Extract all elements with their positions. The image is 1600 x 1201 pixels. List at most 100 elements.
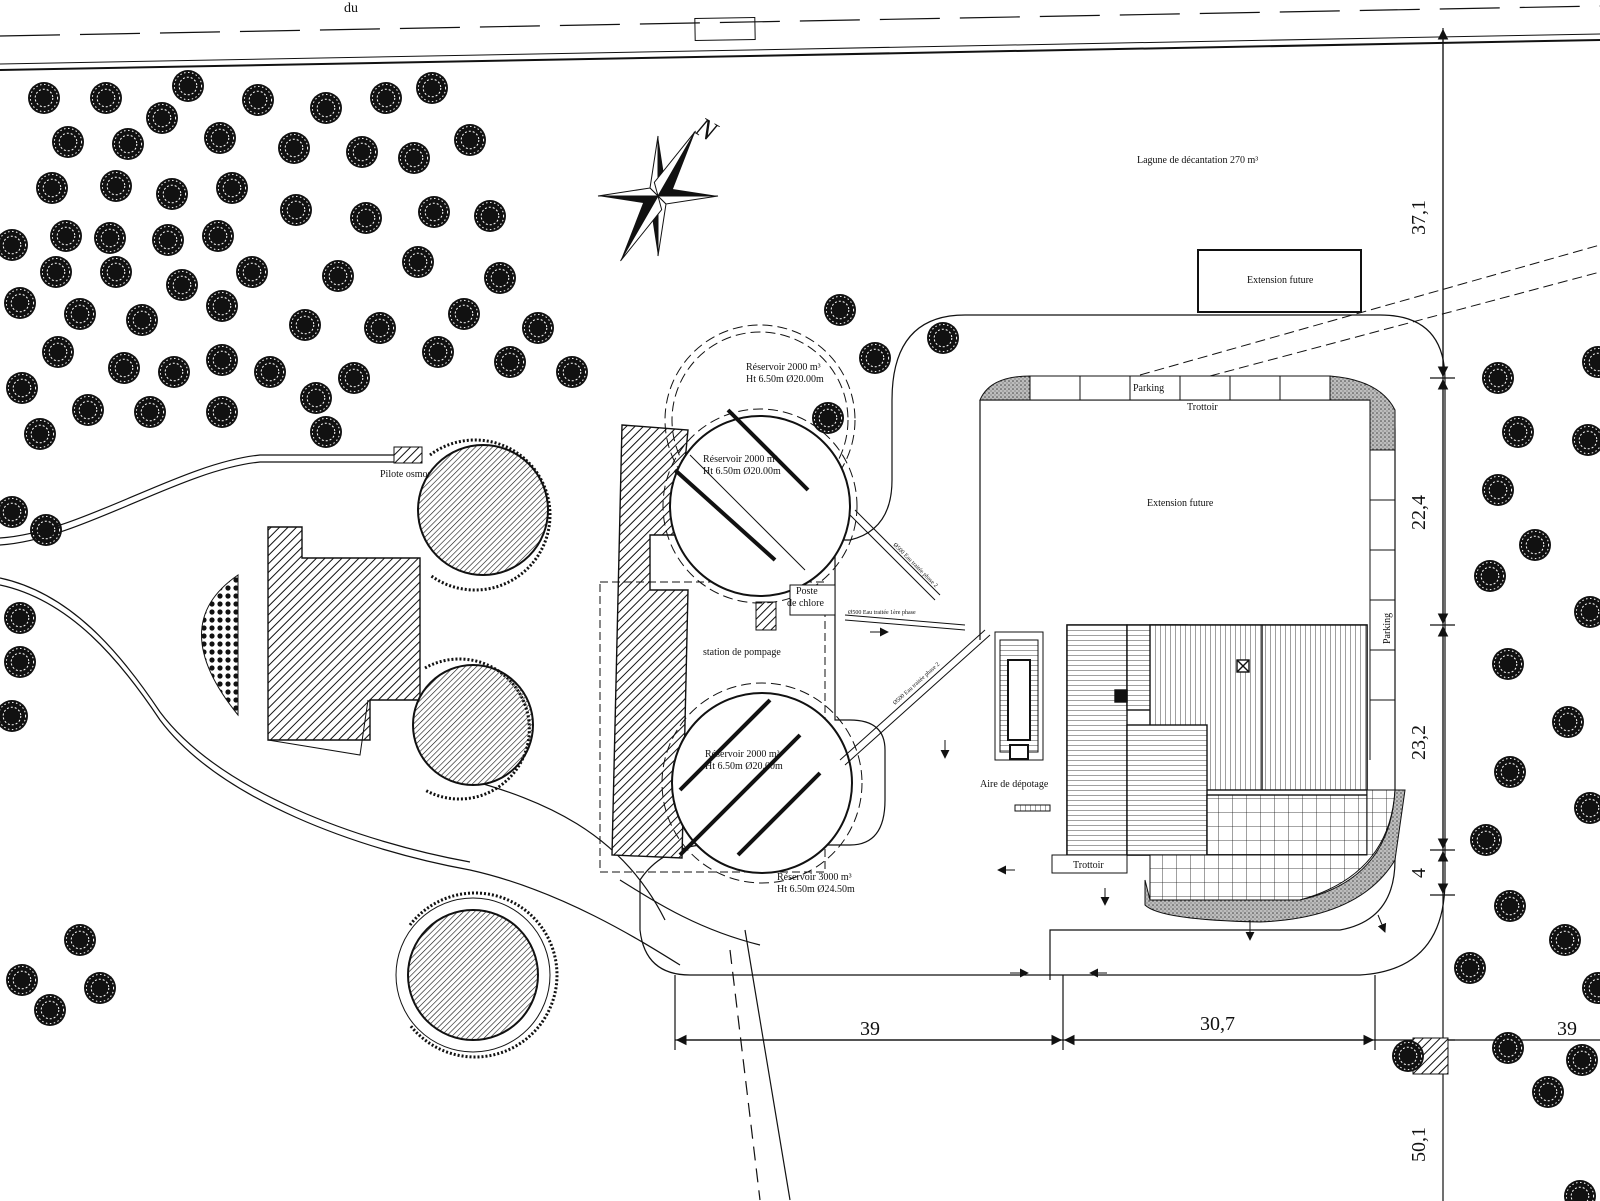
tree-icon — [4, 287, 36, 319]
tree-icon — [1582, 972, 1600, 1004]
trottoir-bottom-label: Trottoir — [1073, 860, 1104, 871]
pilote-osmose-box — [393, 446, 423, 464]
tree-icon — [1566, 1044, 1598, 1076]
tree-icon — [322, 260, 354, 292]
reservoir-c-line1: Réservoir 2000 m³ — [705, 749, 780, 760]
tree-icon — [6, 964, 38, 996]
tree-icon — [1482, 474, 1514, 506]
reservoir-c-line2: Ht 6.50m Ø20.00m — [705, 761, 783, 772]
reservoir-b-line1: Réservoir 2000 m³ — [703, 454, 778, 465]
tree-icon — [100, 170, 132, 202]
north-arrow-icon — [597, 130, 719, 262]
tree-icon — [398, 142, 430, 174]
tree-icon — [310, 92, 342, 124]
reservoir-b — [662, 408, 858, 604]
tree-icon — [156, 178, 188, 210]
poste-chlore-box — [789, 584, 836, 616]
dim-23-2: 23,2 — [1408, 725, 1430, 760]
tree-icon — [350, 202, 382, 234]
tree-icon — [24, 418, 56, 450]
north-label: N — [689, 111, 723, 148]
tree-icon — [338, 362, 370, 394]
tree-icon — [522, 312, 554, 344]
tank-3 — [395, 891, 559, 1059]
tree-icon — [1502, 416, 1534, 448]
parking-top — [979, 375, 1396, 451]
tree-icon — [1474, 560, 1506, 592]
tree-icon — [100, 256, 132, 288]
extension-future-main-label: Extension future — [1147, 498, 1214, 509]
tree-icon — [859, 342, 891, 374]
terrace-gravel — [1144, 789, 1406, 923]
pipe-3-label: Ø500 Eau traitée phase 2 — [892, 662, 941, 707]
tree-icon — [84, 972, 116, 1004]
dim-39-right: 39 — [1557, 1018, 1577, 1040]
tree-icon — [1532, 1076, 1564, 1108]
tree-cluster-left — [0, 70, 959, 1026]
tree-icon — [1454, 952, 1486, 984]
pipes — [839, 509, 991, 766]
tree-icon — [484, 262, 516, 294]
tree-icon — [422, 336, 454, 368]
parking-side-label: Parking — [1382, 613, 1393, 644]
tree-icon — [4, 646, 36, 678]
tree-icon — [1574, 596, 1600, 628]
tree-icon — [254, 356, 286, 388]
road-label: du — [344, 1, 358, 16]
tree-icon — [236, 256, 268, 288]
tree-icon — [64, 924, 96, 956]
tree-icon — [90, 82, 122, 114]
reservoir-a-line2: Ht 6.50m Ø20.00m — [746, 374, 824, 385]
trottoir-bottom-box — [1051, 854, 1128, 874]
tree-icon — [1392, 1040, 1424, 1072]
tree-icon — [812, 402, 844, 434]
tree-icon — [204, 122, 236, 154]
tree-icon — [1492, 648, 1524, 680]
tree-icon — [64, 298, 96, 330]
tree-icon — [52, 126, 84, 158]
tree-icon — [0, 700, 28, 732]
tree-icon — [152, 224, 184, 256]
parking-top-label: Parking — [1133, 383, 1164, 394]
hatched-building-outline — [267, 699, 369, 756]
extension-future-top-label: Extension future — [1247, 275, 1314, 286]
tree-icon — [4, 602, 36, 634]
tree-icon — [1572, 424, 1600, 456]
tree-icon — [28, 82, 60, 114]
tree-icon — [50, 220, 82, 252]
tree-icon — [494, 346, 526, 378]
dim-4: 4 — [1408, 868, 1430, 878]
dotted-area — [201, 574, 239, 717]
tree-icon — [289, 309, 321, 341]
extension-future-top-box — [1197, 249, 1362, 313]
pipe-2-label: Ø500 Eau traitée phase 2 — [892, 542, 939, 589]
tree-icon — [1492, 1032, 1524, 1064]
tree-icon — [454, 124, 486, 156]
pilote-osmose-label: Pilote osmose — [380, 469, 436, 480]
dim-22-4: 22,4 — [1408, 495, 1430, 530]
tree-icon — [364, 312, 396, 344]
tree-icon — [146, 102, 178, 134]
aire-depotage — [994, 631, 1051, 812]
reservoir-d-line1: Réservoir 3000 m³ — [777, 872, 852, 883]
tree-icon — [1582, 346, 1600, 378]
tree-icon — [1494, 890, 1526, 922]
tree-icon — [1552, 706, 1584, 738]
tree-icon — [206, 396, 238, 428]
tree-icon — [94, 222, 126, 254]
lagune-label: Lagune de décantation 270 m³ — [1137, 155, 1258, 166]
tree-icon — [346, 136, 378, 168]
tree-icon — [126, 304, 158, 336]
tree-icon — [72, 394, 104, 426]
reservoir-d-line2: Ht 6.50m Ø24.50m — [777, 884, 855, 895]
reservoir-a-line1: Réservoir 2000 m³ — [746, 362, 821, 373]
tree-icon — [1494, 756, 1526, 788]
trottoir-top-label: Trottoir — [1187, 402, 1218, 413]
tree-icon — [108, 352, 140, 384]
tree-icon — [0, 229, 28, 261]
tree-icon — [418, 196, 450, 228]
tree-icon — [474, 200, 506, 232]
tree-icon — [448, 298, 480, 330]
tree-icon — [6, 372, 38, 404]
tree-icon — [34, 994, 66, 1026]
